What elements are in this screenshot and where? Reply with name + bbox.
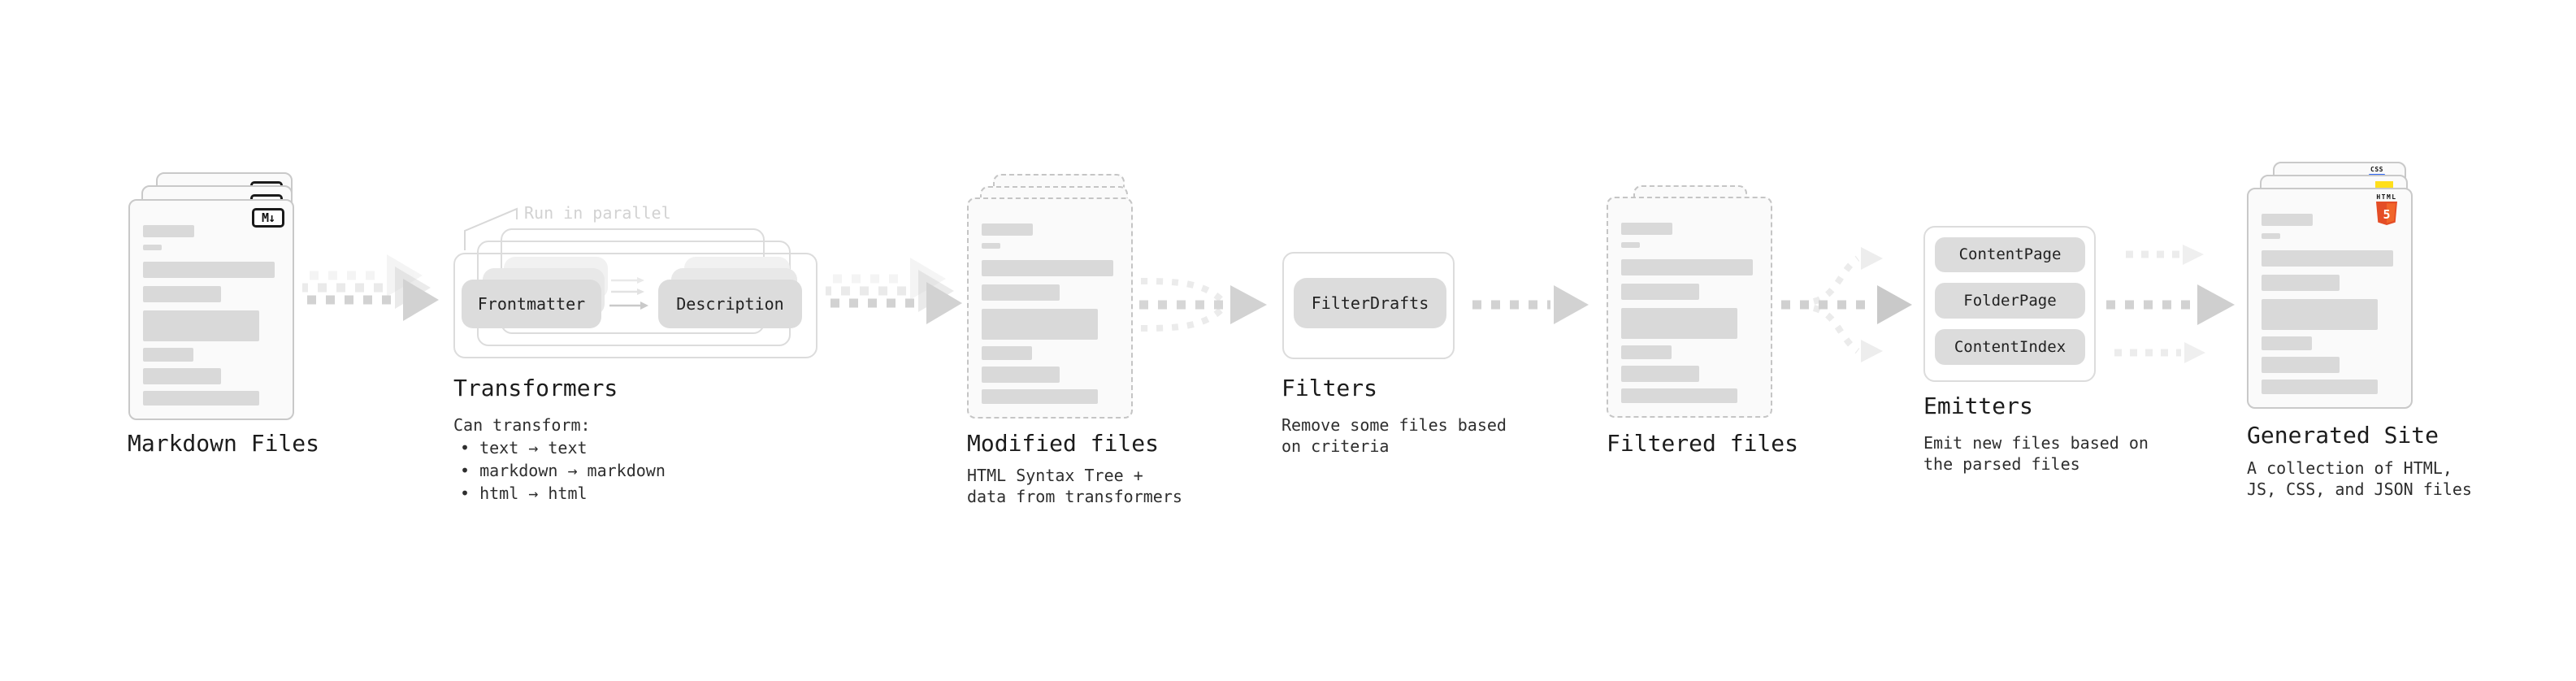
flow-arrow-filters-to-filtered [1472, 285, 1589, 324]
emitters-label: Emitters [1923, 393, 2033, 419]
text-line-placeholder [1621, 284, 1699, 300]
generated-site-label: Generated Site [2247, 422, 2439, 449]
text-line-placeholder [982, 260, 1113, 276]
modified-files-label: Modified files [967, 430, 1160, 457]
transformers-desc-title: Can transform: [453, 415, 591, 435]
site-file-html: HTML 5 [2247, 188, 2413, 409]
text-line-placeholder [2262, 357, 2340, 373]
text-line-placeholder [982, 284, 1060, 301]
text-line-placeholder [143, 225, 195, 237]
modified-files-desc: HTML Syntax Tree + [967, 466, 1143, 485]
text-line-placeholder [1621, 242, 1640, 248]
text-line-placeholder [2262, 380, 2378, 394]
transformers-bullet: • text → text [460, 438, 588, 458]
transformer-container-front [453, 253, 817, 358]
generated-site-desc: A collection of HTML, [2247, 458, 2452, 478]
text-line-placeholder [982, 223, 1034, 236]
text-line-placeholder [143, 262, 275, 278]
js-icon [2375, 181, 2393, 189]
run-in-parallel-note: Run in parallel [524, 203, 671, 223]
text-line-placeholder [1621, 223, 1673, 235]
modified-files-desc: data from transformers [967, 487, 1182, 506]
text-line-placeholder [2262, 299, 2378, 330]
text-line-placeholder [1621, 366, 1699, 382]
text-line-placeholder [2262, 250, 2393, 267]
document-text-placeholder [982, 223, 1113, 404]
document-text-placeholder [2262, 214, 2393, 394]
transformer-box-description: Description [658, 280, 802, 328]
transformer-inner-arrows [609, 277, 648, 310]
transformer-box-frontmatter: Frontmatter [462, 280, 601, 328]
html5-icon: HTML 5 [2372, 193, 2401, 225]
generated-site-desc: JS, CSS, and JSON files [2247, 479, 2472, 499]
emitter-box-contentpage: ContentPage [1935, 237, 2085, 272]
emitter-box-folderpage: FolderPage [1935, 283, 2085, 319]
text-line-placeholder [143, 348, 193, 362]
text-line-placeholder [1621, 388, 1737, 403]
text-line-placeholder [1621, 345, 1672, 359]
markdown-icon: M↓ [252, 208, 284, 228]
note-leader-line [464, 207, 518, 250]
text-line-placeholder [2262, 233, 2280, 239]
flow-arrows-emitters-to-site [2106, 245, 2235, 363]
text-line-placeholder [1621, 308, 1737, 339]
markdown-file-front: M↓ [128, 199, 294, 420]
document-text-placeholder [143, 225, 275, 406]
filtered-file-front [1607, 197, 1772, 418]
document-text-placeholder [1621, 223, 1753, 403]
text-line-placeholder [982, 243, 1000, 249]
text-line-placeholder [982, 389, 1098, 404]
emitters-container [1923, 226, 2096, 382]
emitters-desc: Emit new files based on [1923, 433, 2149, 453]
flow-arrow-transformers-to-modified [826, 258, 962, 324]
transformers-bullet: • html → html [460, 484, 588, 503]
emitter-box-contentindex: ContentIndex [1935, 329, 2085, 365]
flow-arrow-markdown-to-transformers [302, 254, 439, 321]
text-line-placeholder [2262, 336, 2312, 350]
transformers-label: Transformers [453, 375, 618, 401]
filters-label: Filters [1281, 375, 1378, 401]
emitters-desc: the parsed files [1923, 454, 2080, 474]
text-line-placeholder [2262, 275, 2340, 291]
svg-text:5: 5 [2383, 207, 2390, 222]
filters-container [1282, 252, 1455, 359]
text-line-placeholder [143, 245, 162, 250]
transformers-bullet: • markdown → markdown [460, 461, 666, 480]
text-line-placeholder [2262, 214, 2314, 226]
text-line-placeholder [143, 391, 259, 406]
flow-arrow-modified-to-filters [1139, 278, 1267, 332]
text-line-placeholder [982, 309, 1098, 340]
filters-desc: Remove some files based [1281, 415, 1507, 435]
text-line-placeholder [982, 346, 1032, 360]
text-line-placeholder [143, 368, 221, 384]
text-line-placeholder [1621, 259, 1753, 275]
markdown-files-label: Markdown Files [128, 430, 320, 457]
text-line-placeholder [143, 310, 259, 341]
text-line-placeholder [982, 367, 1060, 383]
filtered-files-label: Filtered files [1607, 430, 1799, 457]
filters-desc: on criteria [1281, 436, 1390, 456]
text-line-placeholder [143, 286, 221, 302]
flow-arrow-filtered-to-emitters [1781, 247, 1912, 362]
modified-file-front [967, 197, 1133, 419]
filter-box-filterdrafts: FilterDrafts [1294, 278, 1446, 328]
